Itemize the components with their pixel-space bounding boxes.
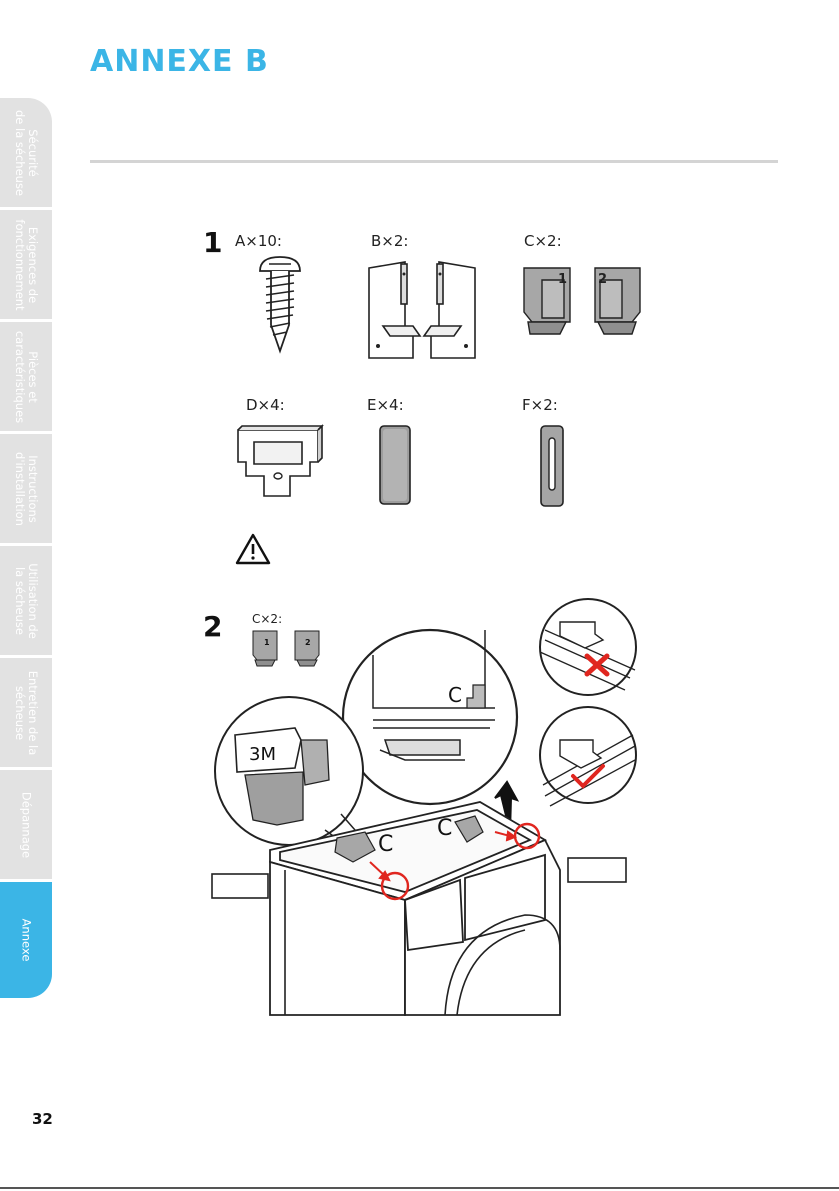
page-number: 32	[32, 1110, 53, 1128]
step-1-number: 1	[203, 226, 222, 259]
tab-label: Sécurité de la sécheuse	[13, 99, 39, 207]
tab-exigences[interactable]: Exigences de fonctionnement	[0, 210, 52, 322]
tab-instructions[interactable]: Instructions d'installation	[0, 434, 52, 546]
tab-depannage[interactable]: Dépannage	[0, 770, 52, 882]
page-title: ANNEXE B	[90, 44, 269, 79]
part-d-label: D×4:	[246, 396, 285, 414]
tab-label: Annexe	[20, 886, 33, 994]
part-b-label: B×2:	[371, 232, 408, 250]
part-a-label: A×10:	[235, 232, 282, 250]
tab-annexe[interactable]: Annexe	[0, 882, 52, 998]
svg-text:C: C	[448, 683, 462, 707]
screw-icon	[255, 255, 305, 355]
tab-label: Utilisation de la sécheuse	[13, 547, 39, 655]
tab-label: Pièces et caractéristiques	[13, 323, 39, 431]
clip-number-2: 2	[598, 272, 607, 287]
pad-e-icon	[378, 424, 412, 506]
tab-pieces[interactable]: Pièces et caractéristiques	[0, 322, 52, 434]
part-f-icon	[539, 424, 565, 508]
tab-entretien[interactable]: Entretien de la sécheuse	[0, 658, 52, 770]
tab-label: Exigences de fonctionnement	[13, 211, 39, 319]
bottom-divider	[0, 1187, 839, 1189]
tab-label: Instructions d'installation	[13, 435, 39, 543]
tab-label: Dépannage	[20, 771, 33, 879]
part-e-label: E×4:	[367, 396, 404, 414]
installation-diagram: C 3M C	[205, 600, 635, 1020]
bracket-b-icon	[365, 258, 480, 363]
tab-label: Entretien de la sécheuse	[13, 659, 39, 767]
part-c-label: C×2:	[524, 232, 562, 250]
clip-number-1: 1	[558, 272, 567, 287]
svg-text:C: C	[437, 816, 452, 841]
tab-utilisation[interactable]: Utilisation de la sécheuse	[0, 546, 52, 658]
sidebar-tabs: Sécurité de la sécheuse Exigences de fon…	[0, 98, 52, 998]
part-f-label: F×2:	[522, 396, 558, 414]
bracket-d-icon	[234, 424, 324, 500]
svg-text:C: C	[378, 832, 393, 857]
clip-c-icon	[520, 262, 645, 337]
warning-icon	[235, 532, 271, 566]
svg-text:3M: 3M	[249, 744, 276, 765]
tab-securite[interactable]: Sécurité de la sécheuse	[0, 98, 52, 210]
header-divider	[90, 160, 778, 163]
